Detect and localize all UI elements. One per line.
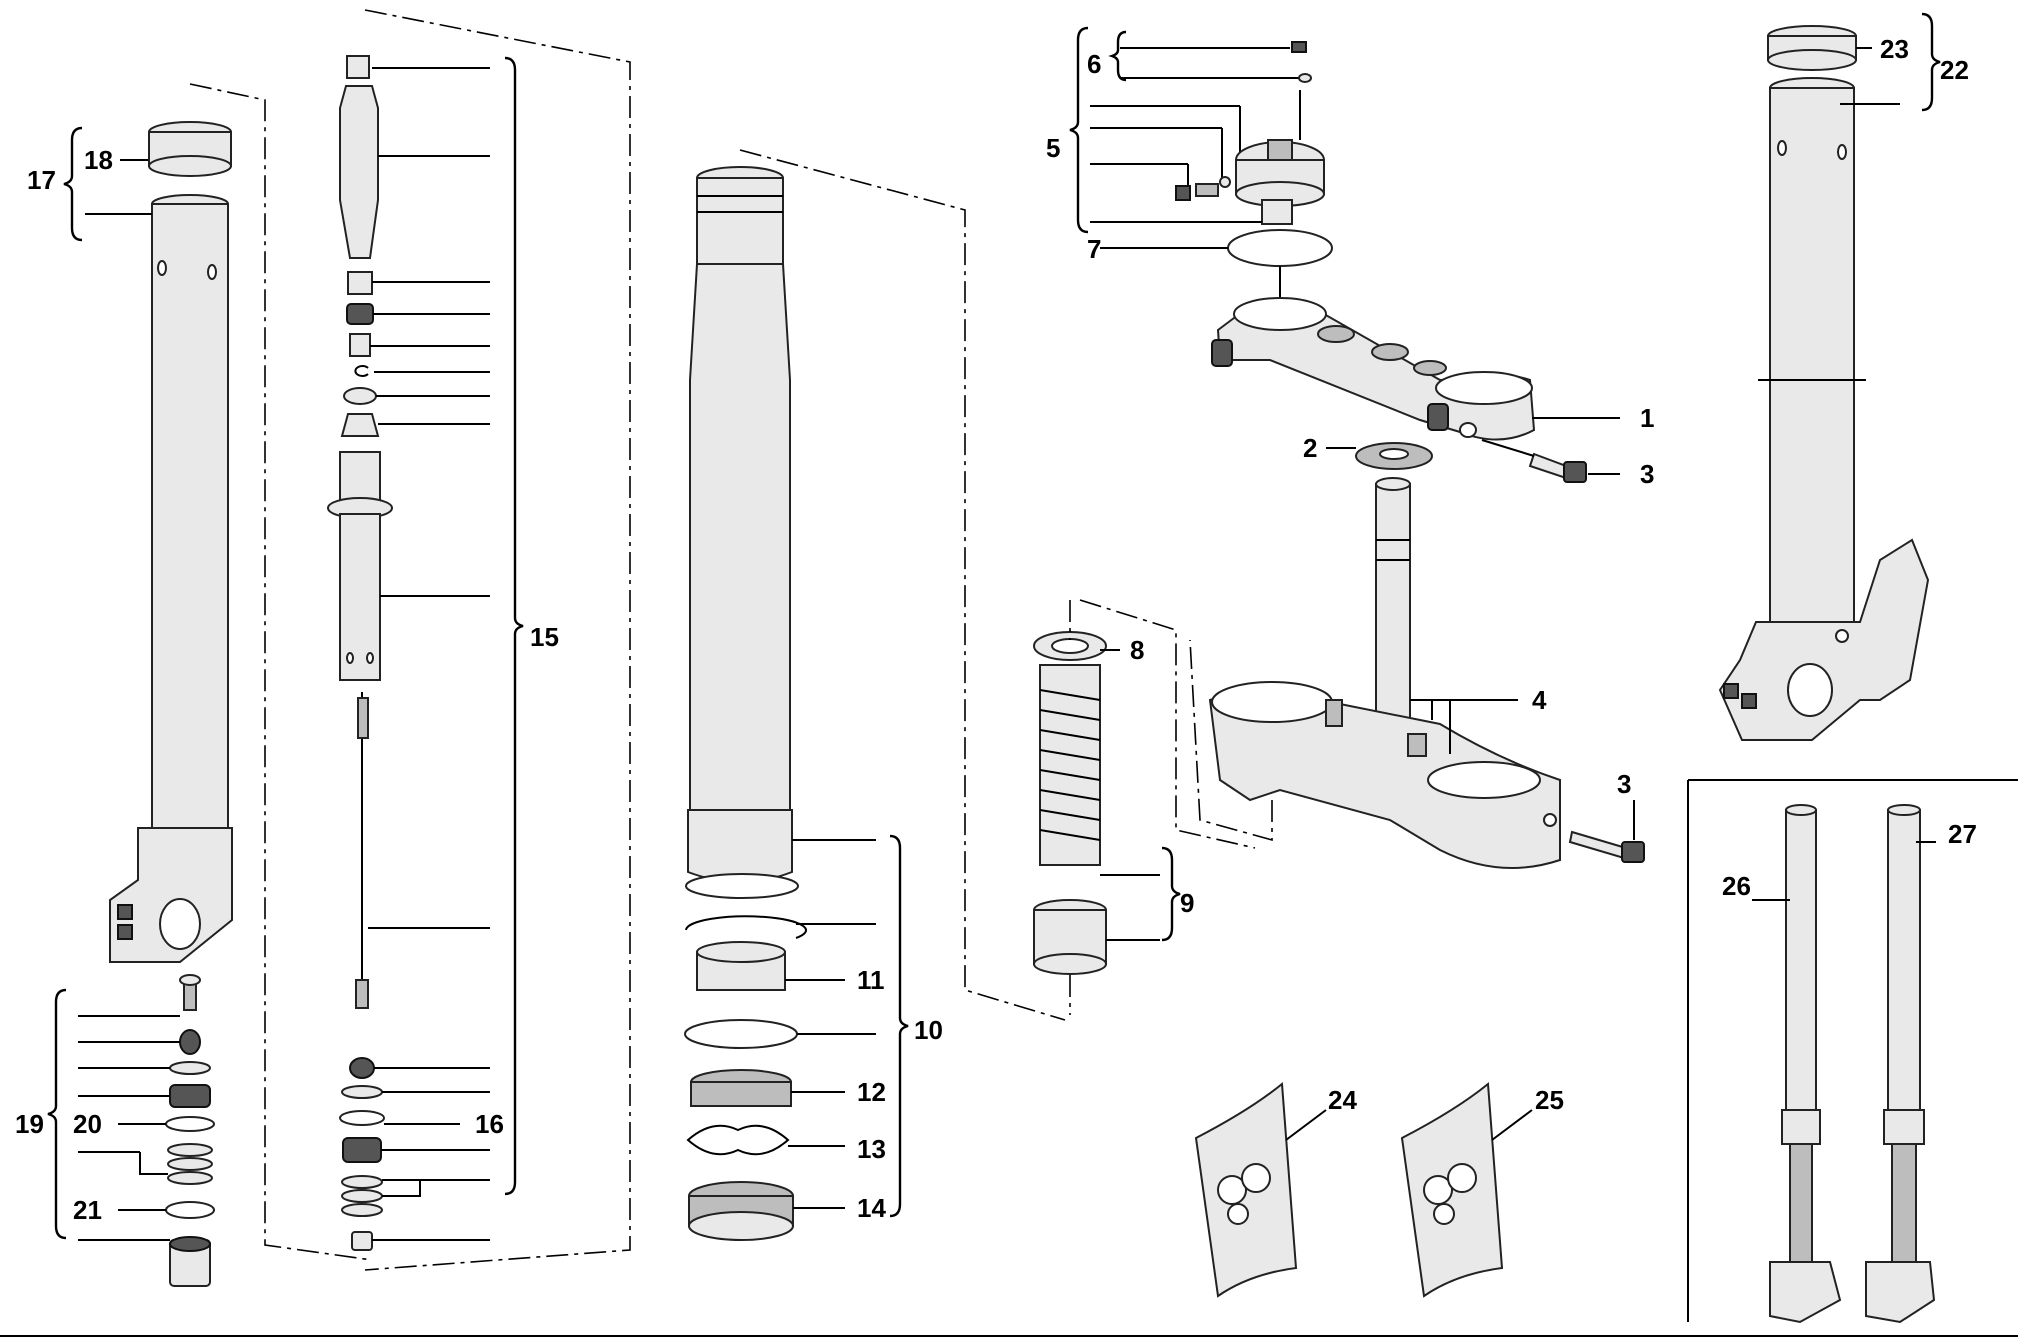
right-fork-leg (1718, 12, 1941, 741)
decal-kits (1194, 1082, 1533, 1298)
part-label-p21: 21 (73, 1195, 102, 1225)
lower-clamp-assembly (1189, 477, 1645, 869)
part-label-p14: 14 (857, 1193, 886, 1223)
part-label-p5: 5 (1046, 133, 1060, 163)
part-label-p4: 4 (1532, 685, 1547, 715)
part-label-p3b: 3 (1617, 769, 1631, 799)
part-label-p27: 27 (1948, 819, 1977, 849)
part-label-p17: 17 (27, 165, 56, 195)
part-label-p26: 26 (1722, 871, 1751, 901)
part-label-p3a: 3 (1640, 459, 1654, 489)
damper-parts-19 (47, 974, 215, 1287)
part-label-p9: 9 (1180, 888, 1194, 918)
part-label-p23: 23 (1880, 34, 1909, 64)
part-label-p16: 16 (475, 1109, 504, 1139)
part-label-p15: 15 (530, 622, 559, 652)
inset-complete-forks (1687, 779, 2018, 1324)
part-label-p24: 24 (1328, 1085, 1357, 1115)
outer-tube-assembly (85, 83, 373, 1261)
bracket-17 (63, 126, 83, 242)
part-label-p8: 8 (1130, 635, 1144, 665)
cartridge-assembly (327, 9, 631, 1271)
part-label-p18: 18 (84, 145, 113, 175)
part-label-p25: 25 (1535, 1085, 1564, 1115)
part-label-p20: 20 (73, 1109, 102, 1139)
part-label-p7: 7 (1087, 234, 1101, 264)
part-label-p10: 10 (914, 1015, 943, 1045)
part-label-p19: 19 (15, 1109, 44, 1139)
spring-assembly (1033, 599, 1256, 1015)
part-label-p12: 12 (857, 1077, 886, 1107)
part-label-p6: 6 (1087, 49, 1101, 79)
part-label-p13: 13 (857, 1134, 886, 1164)
inner-tube-assembly (684, 149, 1066, 1241)
part-label-p11: 11 (857, 965, 885, 995)
part-label-p22: 22 (1940, 55, 1969, 85)
part-label-p1: 1 (1640, 403, 1654, 433)
upper-clamp-assembly (1069, 26, 1620, 483)
part-label-p2: 2 (1303, 433, 1317, 463)
